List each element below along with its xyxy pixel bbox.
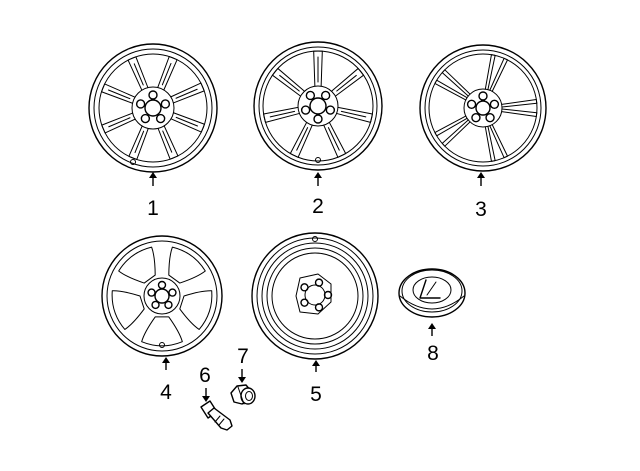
callout-arrow-5 (312, 360, 320, 372)
spoke-window (179, 290, 213, 330)
callout-2: 2 (312, 195, 324, 218)
spoke (323, 121, 347, 158)
callout-1: 1 (147, 197, 159, 220)
spoke-split (161, 62, 172, 86)
callout-3: 3 (475, 198, 487, 221)
valve-stem-icon[interactable] (200, 400, 233, 431)
lug-hole (471, 113, 481, 123)
callout-8: 8 (427, 342, 439, 365)
spoke-split (107, 89, 131, 100)
spoke-split (340, 110, 367, 118)
spoke-window (141, 316, 183, 347)
spoke-split (279, 74, 300, 92)
lug-hole (157, 280, 167, 290)
spoke (157, 55, 178, 91)
callout-arrow-2 (314, 172, 322, 186)
lug-hole (314, 303, 324, 312)
double-spoke (489, 57, 509, 92)
callout-arrow-6 (202, 388, 210, 402)
lug-hole (300, 298, 309, 307)
callout-arrow-4 (162, 357, 170, 370)
lug-hole (478, 91, 488, 101)
lug-hole (147, 288, 156, 297)
double-spoke (484, 54, 496, 91)
lug-hole (466, 99, 477, 109)
spoke-window (111, 290, 145, 330)
lug-hole (140, 113, 151, 124)
spoke (313, 50, 323, 87)
lug-hole (151, 300, 160, 310)
lug-hole (323, 290, 333, 300)
spare-wheel-icon[interactable] (251, 232, 379, 360)
spoke-split (296, 127, 309, 151)
double-spoke (489, 124, 509, 159)
spoke-split (133, 63, 144, 86)
double-spoke (441, 119, 471, 147)
lug-hole (489, 99, 500, 109)
spoke-split (134, 130, 145, 154)
callout-5: 5 (310, 383, 322, 406)
spoke-split (175, 88, 198, 99)
spoke-split (269, 110, 296, 118)
spoke (170, 82, 205, 104)
wheel-5-spoke-icon[interactable] (101, 235, 223, 357)
spoke-window (118, 246, 156, 284)
spoke-split (108, 117, 131, 128)
callout-4: 4 (160, 381, 172, 404)
double-spoke (434, 115, 468, 137)
wheel-5-double-spoke-icon[interactable] (419, 44, 547, 172)
callout-arrow-1 (149, 172, 157, 186)
spoke (170, 112, 206, 133)
spoke (157, 125, 179, 160)
lug-hole (320, 90, 331, 101)
callout-arrow-8 (428, 323, 436, 336)
lug-hole (164, 300, 173, 310)
callout-arrow-3 (477, 172, 485, 186)
double-spoke (501, 108, 538, 117)
lug-hole (300, 105, 311, 115)
spoke (289, 121, 313, 158)
spoke-window (168, 246, 206, 284)
callout-arrow-7 (238, 369, 246, 383)
spoke (100, 83, 136, 104)
lug-hole (160, 99, 171, 109)
spoke (101, 112, 136, 134)
spoke (330, 67, 365, 97)
spoke (271, 67, 306, 97)
double-spoke (501, 99, 538, 108)
spoke-split (327, 127, 340, 151)
spoke-split (175, 116, 199, 127)
lug-hole (168, 288, 177, 297)
spoke-split (336, 74, 357, 92)
wheel-8-split-spoke-icon[interactable] (88, 43, 218, 173)
double-spoke (441, 69, 471, 97)
spoke (336, 106, 373, 123)
double-spoke (484, 125, 496, 162)
lug-hole (148, 90, 158, 100)
lug-hole (314, 278, 324, 287)
lug-hole (305, 90, 316, 101)
spoke (128, 125, 149, 161)
lug-nut-icon[interactable] (230, 384, 256, 405)
lug-hole (155, 113, 166, 124)
lug-hole (485, 113, 495, 123)
lug-hole (313, 114, 323, 124)
callout-6: 6 (199, 364, 211, 387)
lug-hole (300, 283, 309, 292)
wheel-7-split-spoke-icon[interactable] (253, 41, 383, 171)
spoke (127, 56, 149, 91)
double-spoke (434, 79, 468, 101)
callout-7: 7 (237, 345, 249, 368)
spoke-split (162, 130, 173, 153)
lug-hole (325, 105, 336, 115)
center-cap-emblem-icon[interactable] (398, 268, 466, 318)
lug-hole (135, 99, 146, 109)
spoke (263, 106, 300, 123)
